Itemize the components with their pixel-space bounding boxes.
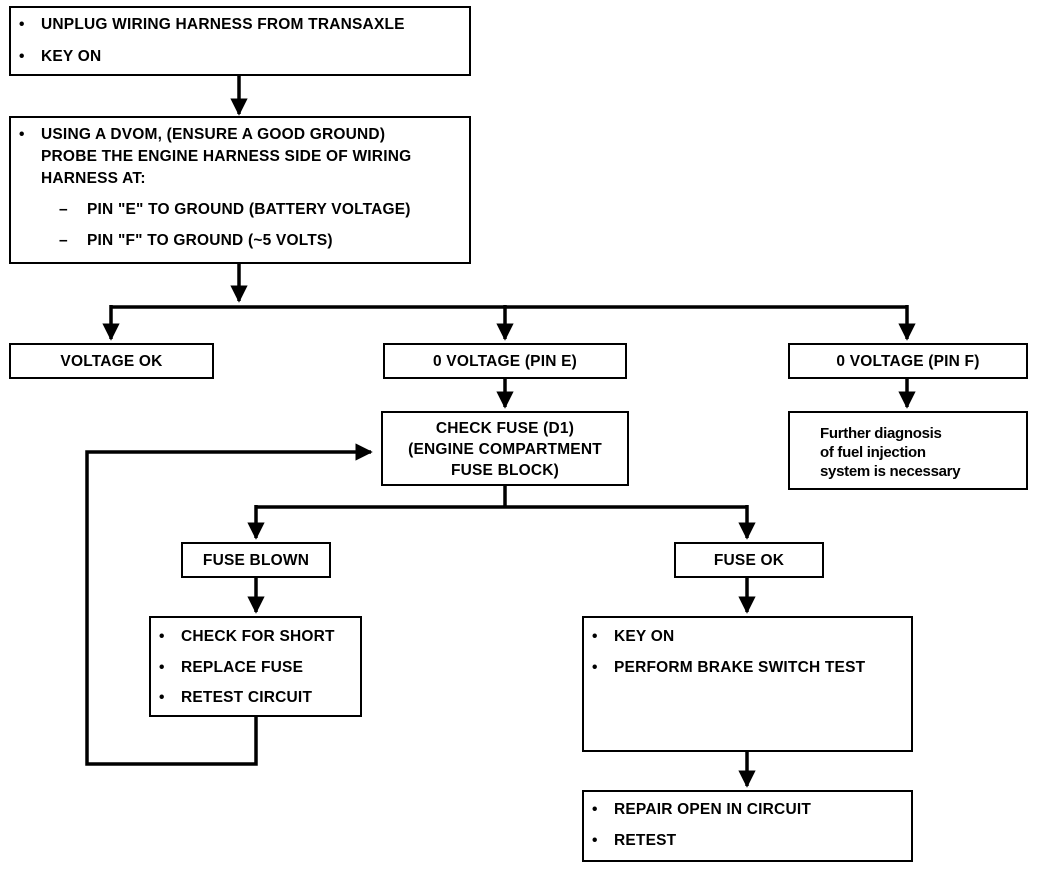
- brake-step-2: PERFORM BRAKE SWITCH TEST: [592, 659, 865, 677]
- zero-voltage-f-label: 0 VOLTAGE (PIN F): [836, 353, 980, 370]
- short-step-1: CHECK FOR SHORT: [159, 628, 335, 646]
- probe-intro-line-3: HARNESS AT:: [41, 170, 146, 187]
- further-diagnosis-box: Further diagnosis of fuel injection syst…: [788, 411, 1028, 490]
- voltage-ok-box: VOLTAGE OK: [9, 343, 214, 379]
- further-diagnosis-line-1: Further diagnosis: [820, 425, 942, 442]
- voltage-ok-label: VOLTAGE OK: [60, 353, 163, 370]
- probe-intro-line-1: USING A DVOM, (ENSURE A GOOD GROUND): [19, 126, 385, 144]
- probe-intro-line-2: PROBE THE ENGINE HARNESS SIDE OF WIRING: [41, 148, 412, 165]
- brake-test-box: KEY ON PERFORM BRAKE SWITCH TEST: [582, 616, 913, 752]
- fuse-ok-box: FUSE OK: [674, 542, 824, 578]
- start-step-2: KEY ON: [19, 48, 101, 66]
- repair-step-1: REPAIR OPEN IN CIRCUIT: [592, 801, 811, 819]
- further-diagnosis-line-2: of fuel injection: [820, 444, 926, 461]
- fuse-blown-label: FUSE BLOWN: [202, 552, 310, 569]
- fuse-ok-label: FUSE OK: [713, 552, 785, 569]
- probe-item-pin-e: PIN "E" TO GROUND (BATTERY VOLTAGE): [59, 201, 411, 219]
- repair-box: REPAIR OPEN IN CIRCUIT RETEST: [582, 790, 913, 862]
- repair-step-2: RETEST: [592, 832, 676, 850]
- zero-voltage-e-label: 0 VOLTAGE (PIN E): [432, 353, 578, 370]
- fuse-blown-box: FUSE BLOWN: [181, 542, 331, 578]
- zero-voltage-f-box: 0 VOLTAGE (PIN F): [788, 343, 1028, 379]
- check-fuse-line-3: FUSE BLOCK): [450, 462, 560, 479]
- short-step-2: REPLACE FUSE: [159, 659, 303, 677]
- check-fuse-line-2: (ENGINE COMPARTMENT: [408, 441, 602, 458]
- check-fuse-box: CHECK FUSE (D1) (ENGINE COMPARTMENT FUSE…: [381, 411, 629, 486]
- start-step-1: UNPLUG WIRING HARNESS FROM TRANSAXLE: [19, 16, 405, 34]
- check-fuse-line-1: CHECK FUSE (D1): [435, 420, 575, 437]
- short-check-box: CHECK FOR SHORT REPLACE FUSE RETEST CIRC…: [149, 616, 362, 717]
- short-step-3: RETEST CIRCUIT: [159, 689, 312, 707]
- probe-box: USING A DVOM, (ENSURE A GOOD GROUND) PRO…: [9, 116, 471, 264]
- brake-step-1: KEY ON: [592, 628, 674, 646]
- zero-voltage-e-box: 0 VOLTAGE (PIN E): [383, 343, 627, 379]
- probe-item-pin-f: PIN "F" TO GROUND (~5 VOLTS): [59, 232, 333, 250]
- further-diagnosis-line-3: system is necessary: [820, 463, 961, 480]
- start-box: UNPLUG WIRING HARNESS FROM TRANSAXLE KEY…: [9, 6, 471, 76]
- loop-back-arrow: [85, 443, 373, 766]
